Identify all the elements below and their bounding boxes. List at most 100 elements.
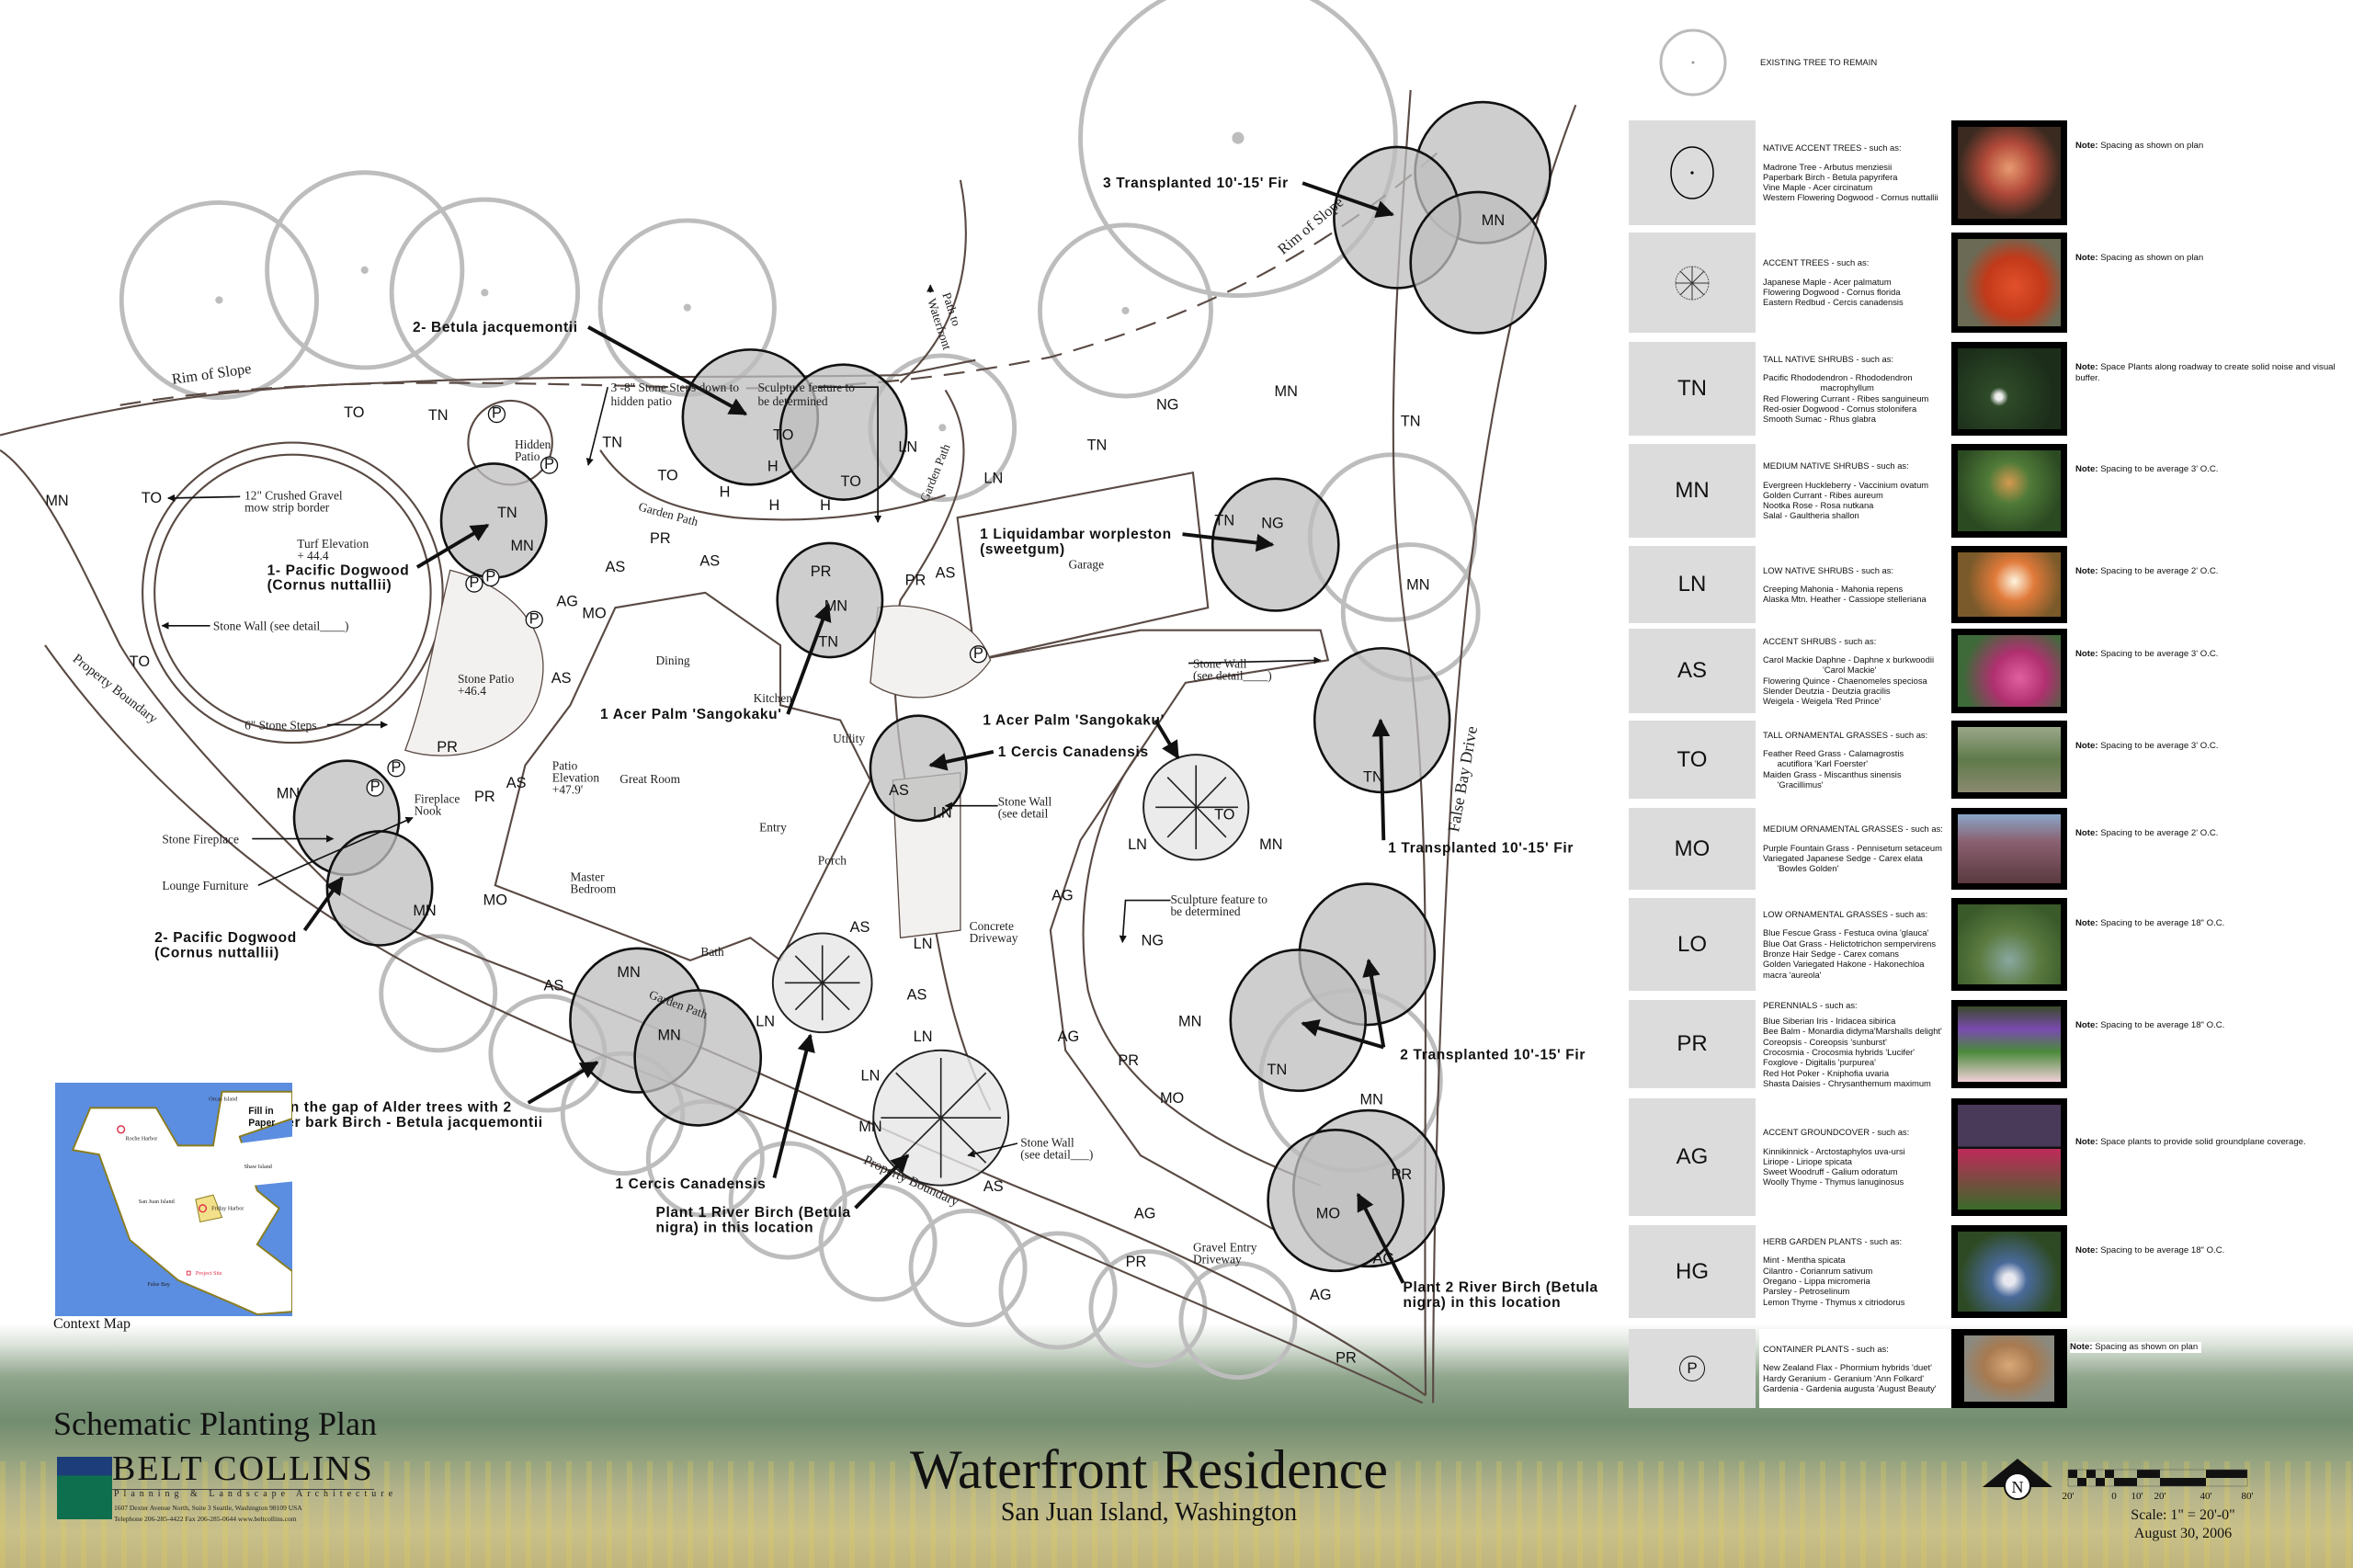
plant-code: TN	[1214, 512, 1234, 528]
firm-contact: Telephone 206-285-4422 Fax 206-285-0644 …	[114, 1515, 297, 1523]
callout-cercis-2: 1 Cercis Canadensis	[615, 1176, 766, 1192]
note-label: Note:	[2070, 1342, 2093, 1352]
note-crushed-gravel-2: mow strip border	[244, 501, 330, 515]
legend-symbol: LN	[1629, 546, 1756, 623]
note-stone-wall: Stone Wall (see detail____)	[213, 619, 349, 633]
callout-cercis-1: 1 Cercis Canadensis	[998, 744, 1149, 760]
plant-code: MN	[510, 538, 533, 554]
plant-code: TN	[1363, 769, 1383, 786]
note-stone-steps-2: hidden patio	[610, 394, 672, 408]
plant-code: TN	[428, 407, 449, 424]
scale-tick: 0	[2111, 1491, 2117, 1502]
legend-row-ln: LN LOW NATIVE SHRUBS - such as: Creeping…	[1629, 546, 2346, 623]
plant-code: AS	[544, 977, 564, 994]
plant-code: PR	[437, 739, 458, 756]
legend-item: Creeping Mahonia - Mahonia repens	[1763, 583, 1904, 594]
plant-code: P	[492, 405, 502, 422]
plant-code: TO	[142, 490, 162, 506]
plant-code: TN	[1087, 437, 1108, 454]
map-place-label: San Juan Island	[139, 1199, 176, 1205]
meadow-texture	[0, 1461, 2353, 1568]
plant-photo	[1951, 342, 2067, 436]
legend-row-tn: TN TALL NATIVE SHRUBS - such as: Pacific…	[1629, 342, 2346, 436]
legend-item: Alaska Mtn. Heather - Cassiope stelleria…	[1763, 594, 1927, 605]
note-stone-wall: Stone Wall	[1193, 656, 1247, 670]
legend-item: macra 'aureola'	[1763, 969, 1822, 980]
legend-item: Mint - Mentha spicata	[1763, 1255, 1846, 1266]
scale-tick: 20'	[2063, 1491, 2075, 1502]
plant-code: LN	[983, 471, 1003, 487]
room-kitchen: Kitchen	[754, 691, 793, 705]
firm-address: 1607 Dexter Avenue North, Suite 3 Seattl…	[114, 1504, 302, 1512]
plant-code: PR	[474, 789, 495, 805]
plant-code: MO	[483, 892, 507, 908]
legend-symbol: HG	[1629, 1225, 1756, 1318]
legend-item: New Zealand Flax - Phormium hybrids 'due…	[1763, 1362, 1932, 1373]
plant-photo	[1951, 1000, 2067, 1088]
map-place-label: Friday Harbor	[211, 1206, 244, 1212]
plant-photo	[1951, 898, 2067, 991]
container-plant-icon: P	[1629, 1329, 1756, 1408]
plant-code: MN	[277, 786, 300, 802]
road-false-bay-drive: False Bay Drive	[1444, 724, 1481, 833]
note-stone-wall: Stone Wall	[1020, 1135, 1074, 1149]
context-map: Orcas Island Roche Harbor Shaw Island Sa…	[55, 1083, 292, 1316]
plant-code: PR	[811, 563, 832, 580]
note-label: Note:	[2075, 828, 2098, 838]
plant-code: MN	[45, 493, 68, 509]
plant-code: AG	[1134, 1206, 1156, 1222]
plant-code: MO	[1316, 1206, 1340, 1222]
plant-code: NG	[1142, 932, 1164, 949]
note-hidden-patio: Hidden	[515, 437, 551, 451]
legend-existing-label: EXISTING TREE TO REMAIN	[1760, 58, 1878, 68]
note-turf-elevation: Turf Elevation	[297, 537, 369, 551]
legend-item: Feather Reed Grass - Calamagrostis	[1763, 748, 1904, 759]
plant-code: P	[529, 610, 540, 627]
plant-code: LN	[861, 1067, 881, 1084]
note-hidden-patio-2: Patio	[515, 449, 540, 463]
legend-item: 'Carol Mackie'	[1763, 665, 1877, 676]
note-concrete-driveway: Concrete	[970, 919, 1014, 933]
room-porch: Porch	[818, 853, 847, 867]
plant-code: AS	[551, 670, 572, 687]
plant-code: TO	[841, 473, 861, 490]
plant-code: AG	[1058, 1028, 1080, 1045]
plant-code: TN	[1401, 414, 1421, 430]
note-stone-steps: 3 -8" Stone Steps down to	[610, 381, 739, 394]
callout-fill-alder-gap: Fill in the gap of Alder trees with 2	[258, 1100, 512, 1116]
legend-heading: ACCENT TREES - such as:	[1763, 257, 1870, 268]
legend-item: Shasta Daisies - Chrysanthemum maximum	[1763, 1077, 1931, 1088]
existing-tree-icon	[1659, 28, 1727, 97]
legend-row-pr: PR PERENNIALS - such as: Blue Siberian I…	[1629, 1000, 2346, 1088]
callout-betula-jacquemontii: 2- Betula jacquemontii	[413, 320, 578, 335]
plant-code: TN	[497, 505, 517, 521]
callout-transplanted-fir-2: 2 Transplanted 10'-15' Fir	[1400, 1048, 1586, 1063]
legend-heading: HERB GARDEN PLANTS - such as:	[1763, 1236, 1903, 1247]
legend-symbol: P	[1679, 1356, 1705, 1381]
legend-symbol: AS	[1629, 629, 1756, 713]
legend-item: Maiden Grass - Miscanthus sinensis	[1763, 768, 1902, 779]
plant-code: LN	[933, 805, 952, 822]
plant-photo	[1951, 721, 2067, 799]
legend-item: Sweet Woodruff - Galium odoratum	[1763, 1166, 1898, 1177]
legend-heading: TALL NATIVE SHRUBS - such as:	[1763, 353, 1894, 364]
callout-transplanted-fir-3: 3 Transplanted 10'-15' Fir	[1103, 176, 1289, 191]
legend-row-hg: HG HERB GARDEN PLANTS - such as: Mint - …	[1629, 1225, 2346, 1318]
legend-note: Spacing to be average 3' O.C.	[2100, 741, 2219, 751]
note-sculpture: Sculpture feature to	[1170, 892, 1267, 906]
plant-photo	[1951, 808, 2067, 890]
legend-heading: ACCENT SHRUBS - such as:	[1763, 635, 1877, 646]
plant-photo	[1951, 629, 2067, 713]
plant-photo	[1951, 444, 2067, 538]
legend-item: Cilantro - Corianrum sativum	[1763, 1265, 1873, 1276]
legend-item: macrophyllum	[1763, 382, 1874, 393]
callout-river-birch-2b: nigra) in this location	[1404, 1295, 1562, 1311]
plant-code: AS	[936, 565, 956, 582]
note-sculpture: Sculpture feature to	[757, 381, 855, 394]
map-place-label: Project Site	[196, 1270, 222, 1277]
legend-item: Hardy Geranium - Geranium 'Ann Folkard'	[1763, 1372, 1924, 1383]
callout-river-birch-2: Plant 2 River Birch (Betula	[1404, 1280, 1598, 1296]
legend-item: Bee Balm - Monardia didyma'Marshalls del…	[1763, 1026, 1942, 1037]
legend-symbol: PR	[1629, 1000, 1756, 1088]
legend-note: Space plants to provide solid groundplan…	[2100, 1137, 2306, 1147]
